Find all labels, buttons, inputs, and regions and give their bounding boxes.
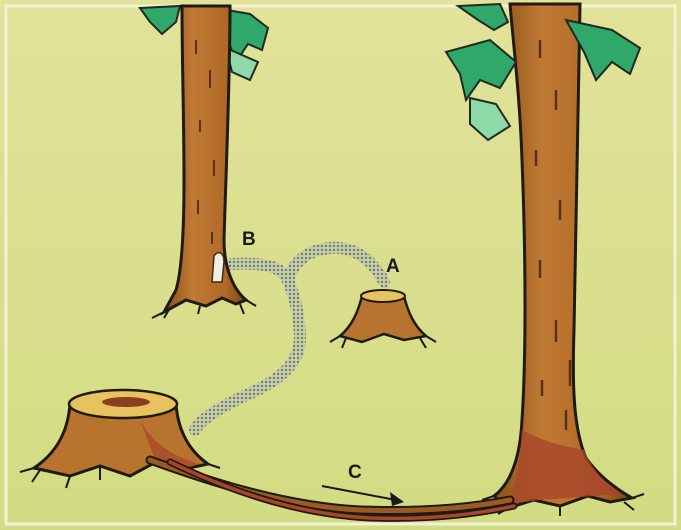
large-stump-rot [102,397,150,407]
small-stump [329,289,437,349]
left-tree-wound [211,251,225,283]
small-stump-cut-top [360,289,406,303]
label-a: A [386,256,400,277]
large-stump [19,388,221,489]
left-tree-bark-marks [195,40,215,244]
small-stump-body [337,294,429,344]
small-stump-roots [329,335,437,349]
right-tree-base-stain [508,430,620,504]
left-tree-trunk [160,4,249,316]
right-tree [444,2,645,516]
large-stump-roots [19,463,221,489]
label-c: C [348,462,362,483]
root-graft [145,455,518,522]
right-tree-foliage [444,2,642,142]
label-b: B [242,229,256,250]
arrow-right-icon [321,485,404,506]
left-tree-roots [151,299,257,319]
image-frame [4,4,677,526]
fungus-strand [189,241,390,436]
left-tree [138,4,270,319]
right-tree-bark-marks [534,40,572,430]
